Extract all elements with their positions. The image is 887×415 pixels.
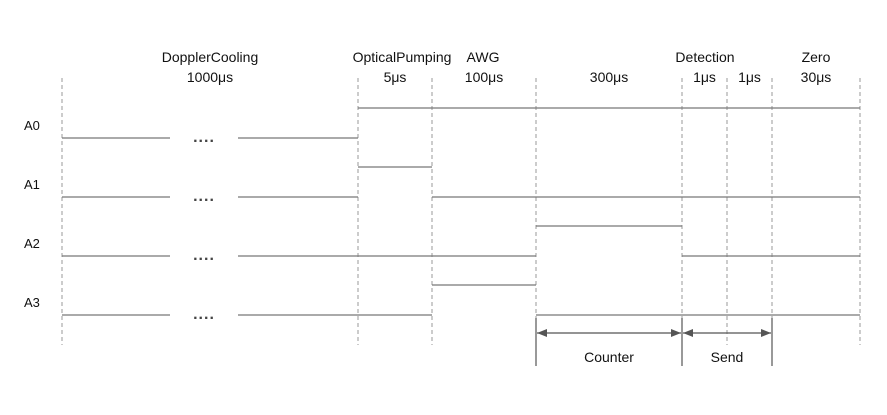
phase-duration-3: 300μs xyxy=(590,69,628,85)
ellipsis: .... xyxy=(193,188,215,205)
phase-duration-1: 5μs xyxy=(384,69,407,85)
arrowhead-right xyxy=(761,329,771,337)
phase-name-6: Zero xyxy=(802,49,831,65)
arrowhead-right xyxy=(671,329,681,337)
measurement-annotations: Counter Send xyxy=(535,318,773,366)
phase-name-1: OpticalPumping xyxy=(353,49,452,65)
ellipsis: .... xyxy=(193,247,215,264)
phase-duration-2: 100μs xyxy=(465,69,503,85)
arrowhead-left xyxy=(537,329,547,337)
measurement-send: Send xyxy=(683,329,771,365)
phase-duration-0: 1000μs xyxy=(187,69,233,85)
phase-duration-5: 1μs xyxy=(738,69,761,85)
signal-row-a0: A0.... xyxy=(24,107,860,146)
signal-label: A0 xyxy=(24,118,40,133)
phase-boundary-guides xyxy=(61,78,861,345)
measurement-label: Counter xyxy=(584,349,634,365)
ellipsis: .... xyxy=(193,129,215,146)
signal-label: A2 xyxy=(24,236,40,251)
signal-row-a2: A2.... xyxy=(24,225,860,264)
arrowhead-left xyxy=(683,329,693,337)
phase-duration-6: 30μs xyxy=(801,69,832,85)
phase-name-4: Detection xyxy=(675,49,734,65)
phase-name-0: DopplerCooling xyxy=(162,49,259,65)
signal-rows: A0....A1....A2....A3.... xyxy=(24,107,860,323)
signal-label: A1 xyxy=(24,177,40,192)
phase-duration-4: 1μs xyxy=(693,69,716,85)
signal-row-a1: A1.... xyxy=(24,166,860,205)
measurement-counter: Counter xyxy=(537,329,681,365)
signal-row-a3: A3.... xyxy=(24,284,860,323)
phase-name-2: AWG xyxy=(467,49,500,65)
measurement-label: Send xyxy=(711,349,744,365)
ellipsis: .... xyxy=(193,306,215,323)
phase-headers: DopplerCooling 1000μs OpticalPumping 5μs AWG… xyxy=(162,49,832,85)
signal-label: A3 xyxy=(24,295,40,310)
